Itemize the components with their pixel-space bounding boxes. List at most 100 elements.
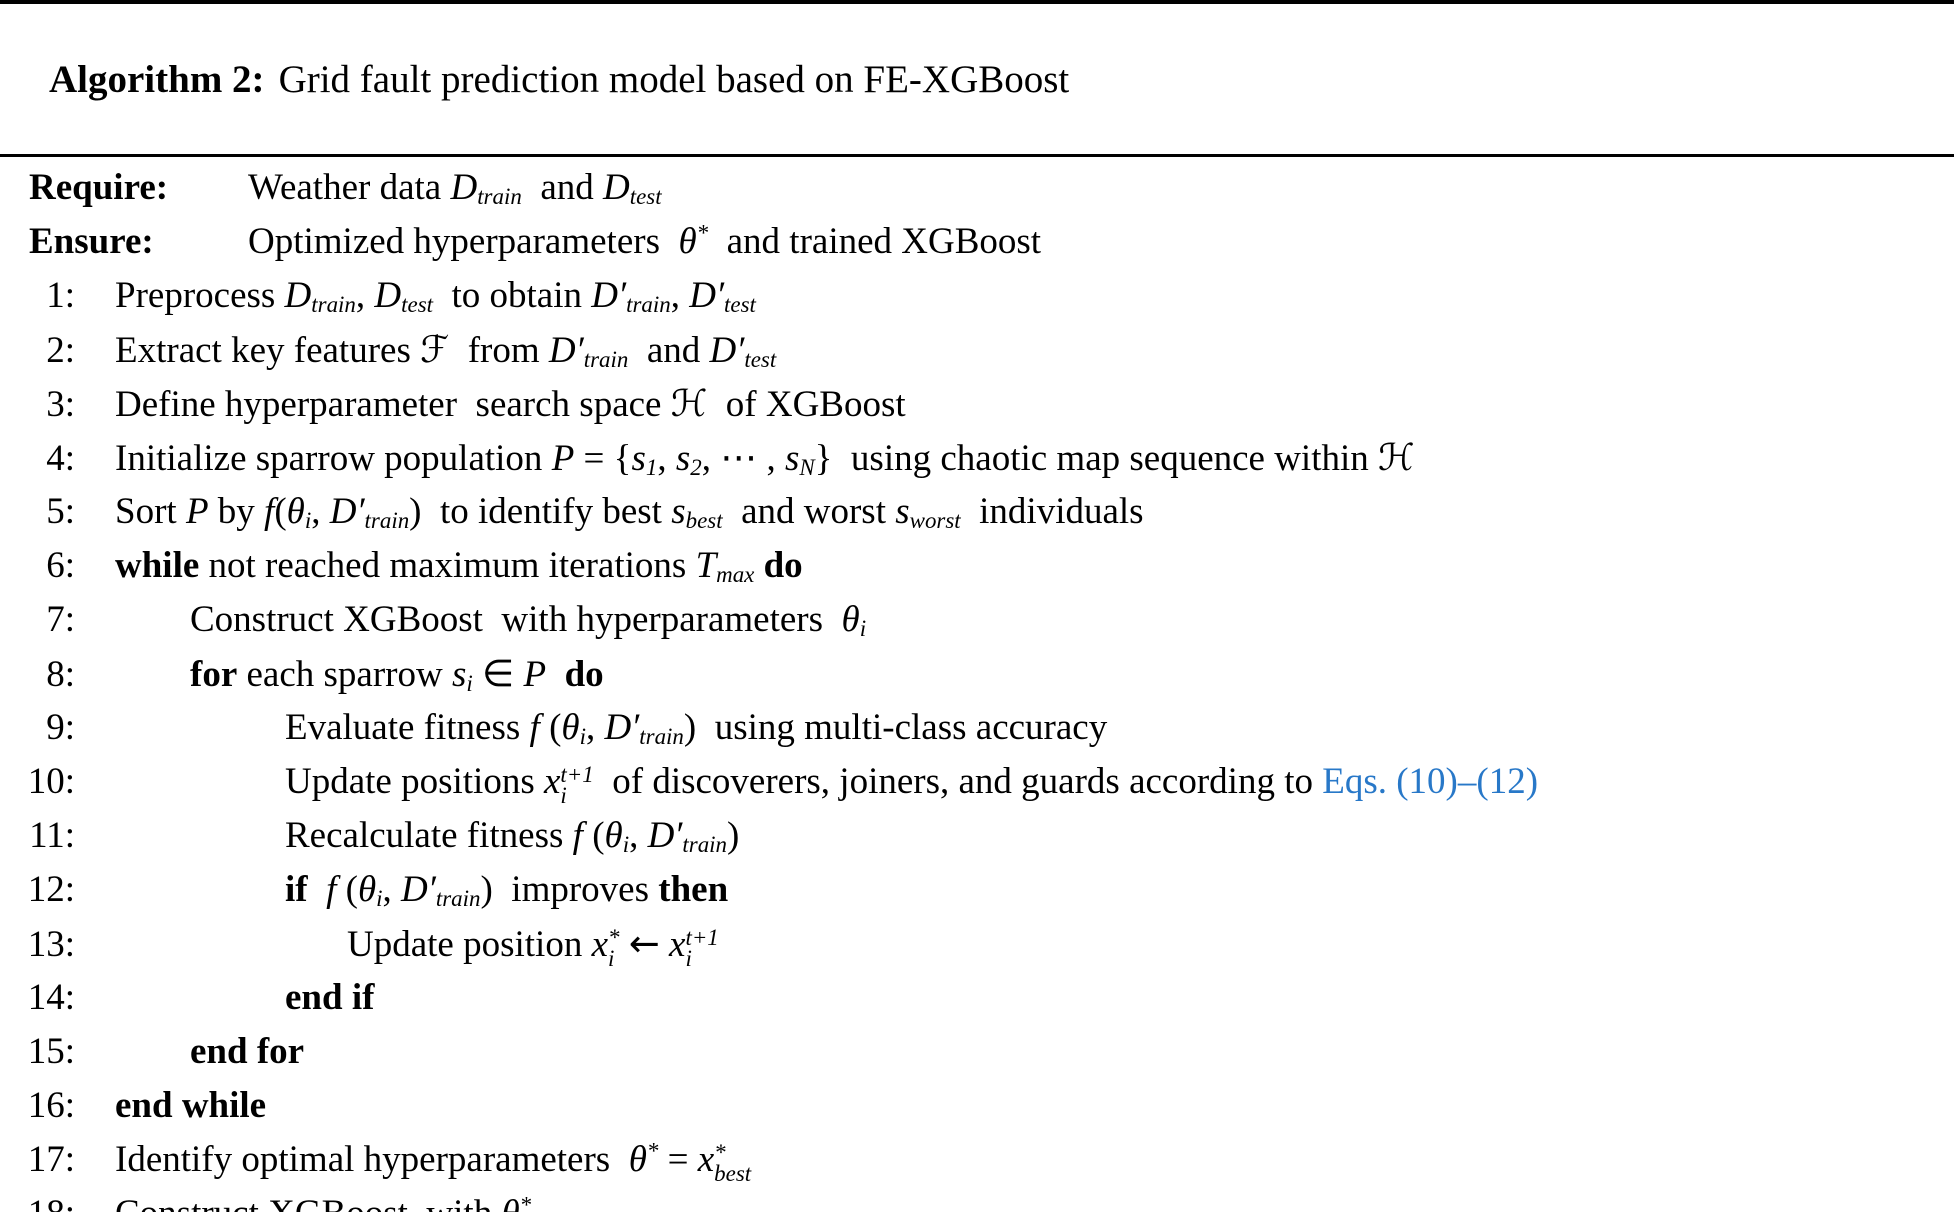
text-segment: f xyxy=(572,815,583,856)
text-segment: ℋ xyxy=(1378,436,1415,479)
subscript: i xyxy=(622,832,630,858)
step-content: Sort P by f(θi, D′train) to identify bes… xyxy=(115,485,1144,539)
text-segment: s xyxy=(451,654,467,695)
algorithm-step-row: 6:while not reached maximum iterations T… xyxy=(0,539,1954,593)
subscript: train xyxy=(477,184,522,210)
text-segment: = xyxy=(658,1139,698,1180)
text-segment: D′ xyxy=(591,275,627,316)
algorithm-step-row: 11:Recalculate fitness f (θi, D′train) xyxy=(0,809,1954,863)
text-segment: ← xyxy=(628,922,660,965)
eqs-link[interactable]: Eqs. (10)–(12) xyxy=(1322,761,1539,802)
text-segment: } using chaotic map sequence within xyxy=(814,438,1379,479)
text-segment: each sparrow xyxy=(237,654,452,695)
line-number: 5: xyxy=(46,491,75,532)
text-segment: ℱ xyxy=(420,328,450,371)
line-number: 1: xyxy=(46,275,75,316)
step-content: end if xyxy=(285,971,374,1025)
step-content: end while xyxy=(115,1079,266,1133)
subscript: test xyxy=(724,292,756,318)
text-segment: x xyxy=(697,1139,715,1180)
text-segment: to obtain xyxy=(433,275,592,316)
text-segment: D′ xyxy=(604,707,640,748)
ensure-content: Optimized hyperparameters θ* and trained… xyxy=(248,215,1041,269)
subscript: train xyxy=(682,832,728,858)
step-content: for each sparrow si ∈ P do xyxy=(190,647,604,702)
line-number: 3: xyxy=(46,384,75,425)
subscript: N xyxy=(799,455,815,481)
subscript: i xyxy=(466,671,473,697)
algorithm-step-row: 1: Preprocess Dtrain, Dtest to obtain D′t… xyxy=(0,269,1954,323)
algorithm-title-text: Grid fault prediction model based on FE-… xyxy=(278,58,1070,101)
text-segment: Optimized hyperparameters xyxy=(248,221,679,262)
sup-sub-stack: *i xyxy=(608,924,620,972)
line-number: 14: xyxy=(27,977,75,1018)
line-number: 2: xyxy=(46,330,75,371)
subscript: train xyxy=(364,508,410,534)
subscript: 2 xyxy=(690,455,702,481)
text-segment: D′ xyxy=(548,330,584,371)
text-segment: Update position xyxy=(347,924,592,965)
text-segment: not reached maximum iterations xyxy=(199,545,696,586)
top-rule xyxy=(0,0,1954,4)
text-segment: end while xyxy=(115,1085,267,1126)
text-segment: ( xyxy=(539,707,562,748)
subscript: test xyxy=(629,184,662,210)
text-segment: individuals xyxy=(960,491,1144,532)
text-segment: f xyxy=(326,869,337,910)
superscript: * xyxy=(519,1192,532,1212)
text-segment: ( xyxy=(274,491,287,532)
step-content: Preprocess Dtrain, Dtest to obtain D′tra… xyxy=(115,269,756,323)
text-segment: D′ xyxy=(647,815,683,856)
text-segment: by xyxy=(208,491,265,532)
text-segment: T xyxy=(695,545,717,586)
text-segment: , xyxy=(670,275,690,316)
text-segment: θ xyxy=(841,599,860,640)
algorithm-step-row: 18:Construct XGBoost with θ* xyxy=(0,1187,1954,1212)
text-segment: , xyxy=(311,491,330,532)
step-content: Construct XGBoost with θ* xyxy=(115,1187,531,1212)
text-segment: x xyxy=(591,924,609,965)
text-segment: , xyxy=(585,707,605,748)
algorithm-step-row: 15:end for xyxy=(0,1025,1954,1079)
step-content: Extract key features ℱ from D′train and … xyxy=(115,323,776,378)
sup-sub-stack: *best xyxy=(714,1139,752,1187)
step-content: Define hyperparameter search space ℋ of … xyxy=(115,377,906,432)
text-segment: D xyxy=(603,167,630,208)
text-segment: x xyxy=(543,761,561,802)
text-segment: s xyxy=(895,491,910,532)
subscript: train xyxy=(311,292,356,318)
subscript: test xyxy=(401,292,433,318)
subscript: i xyxy=(376,886,383,912)
subscript: train xyxy=(639,724,684,750)
text-segment: D xyxy=(374,275,402,316)
text-segment: D xyxy=(284,275,312,316)
subscript: best xyxy=(685,508,723,534)
text-segment: θ xyxy=(286,491,305,532)
text-segment: θ xyxy=(678,221,697,262)
text-segment: do xyxy=(564,654,604,695)
line-number: 16: xyxy=(27,1085,75,1126)
text-segment: Identify optimal hyperparameters xyxy=(115,1139,629,1180)
subscript: i xyxy=(579,724,586,750)
text-segment: , xyxy=(657,438,676,479)
text-segment: θ xyxy=(501,1193,519,1212)
algorithm-step-row: 3: Define hyperparameter search space ℋ o… xyxy=(0,377,1954,431)
text-segment: P xyxy=(551,438,575,479)
text-segment: end if xyxy=(285,977,375,1018)
text-segment: for xyxy=(190,654,238,695)
text-segment: Extract key features xyxy=(115,330,421,371)
text-segment: Construct XGBoost with xyxy=(115,1193,501,1212)
text-segment: of XGBoost xyxy=(707,384,906,425)
step-content: if f (θi, D′train) improves then xyxy=(285,863,728,917)
text-segment: , xyxy=(757,438,785,479)
algorithm-step-row: 14: end if xyxy=(0,971,1954,1025)
line-number: 12: xyxy=(27,869,75,910)
line-number: 15: xyxy=(27,1031,75,1072)
text-segment xyxy=(754,545,763,586)
text-segment xyxy=(308,869,327,910)
line-number: 8: xyxy=(46,654,75,695)
